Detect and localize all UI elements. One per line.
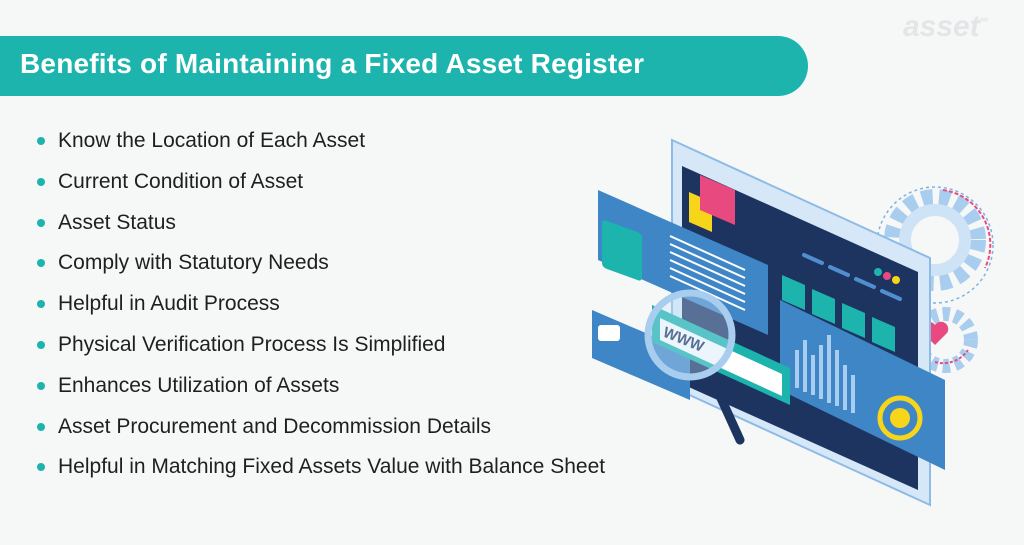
- list-item-text: Helpful in Matching Fixed Assets Value w…: [58, 455, 606, 479]
- list-item: Enhances Utilization of Assets: [36, 372, 605, 413]
- list-item: Asset Procurement and Decommission Detai…: [36, 413, 605, 454]
- list-item: Asset Status: [36, 209, 605, 250]
- nav-bars: [802, 253, 902, 301]
- list-item-text: Comply with Statutory Needs: [58, 251, 329, 275]
- brand-logo: asset∞: [903, 10, 988, 44]
- logo-text: asset: [903, 10, 980, 43]
- list-item-text: Know the Location of Each Asset: [58, 129, 366, 152]
- user-badge-center: [890, 408, 910, 428]
- benefits-list: Know the Location of Each Asset Current …: [36, 127, 605, 494]
- dashboard-illustration: WWW: [592, 138, 994, 507]
- chat-icon: [598, 325, 620, 341]
- settings-icon: [812, 289, 835, 324]
- bullet-icon: [37, 300, 45, 309]
- list-item: Physical Verification Process Is Simplif…: [36, 331, 605, 372]
- app-tiles: [782, 275, 895, 352]
- list-item-text: Current Condition of Asset: [58, 169, 304, 193]
- mail-icon: [782, 275, 805, 310]
- bullet-icon: [37, 422, 45, 431]
- bullet-icon: [37, 137, 45, 145]
- bullet-icon: [37, 218, 45, 227]
- chart-panel: [780, 300, 945, 470]
- list-item: Helpful in Audit Process: [36, 290, 605, 331]
- list-item-text: Asset Procurement and Decommission Detai…: [58, 414, 492, 438]
- search-field: [660, 318, 782, 396]
- magnifier-icon: [644, 289, 745, 445]
- window-dots-icon: [874, 268, 900, 284]
- list-item: Know the Location of Each Asset: [36, 127, 605, 168]
- list-item: Helpful in Matching Fixed Assets Value w…: [36, 453, 605, 494]
- list-item-text: Physical Verification Process Is Simplif…: [58, 332, 446, 356]
- list-item-text: Asset Status: [58, 210, 176, 234]
- user-icon: [842, 303, 865, 338]
- list-item-text: Helpful in Audit Process: [58, 292, 280, 316]
- bar-chart-icon: [872, 317, 895, 352]
- logo-mark: ∞: [979, 12, 989, 26]
- bullet-icon: [37, 381, 45, 390]
- gear-icon: [876, 186, 994, 304]
- image-icon: [602, 220, 642, 281]
- list-item: Comply with Statutory Needs: [36, 249, 605, 290]
- title-banner: Benefits of Maintaining a Fixed Asset Re…: [0, 36, 808, 96]
- list-item-text: Enhances Utilization of Assets: [58, 373, 340, 397]
- bullet-icon: [37, 259, 45, 268]
- user-badge-icon: [877, 395, 923, 441]
- chart-bars: [795, 335, 855, 413]
- note-pink: [700, 175, 735, 225]
- document-panel: [598, 190, 768, 335]
- page-title: Benefits of Maintaining a Fixed Asset Re…: [20, 48, 645, 79]
- list-item: Current Condition of Asset: [36, 168, 605, 209]
- small-gear-icon: [912, 307, 978, 373]
- bullet-icon: [37, 340, 45, 349]
- bullet-icon: [37, 463, 45, 472]
- bullet-icon: [37, 177, 45, 186]
